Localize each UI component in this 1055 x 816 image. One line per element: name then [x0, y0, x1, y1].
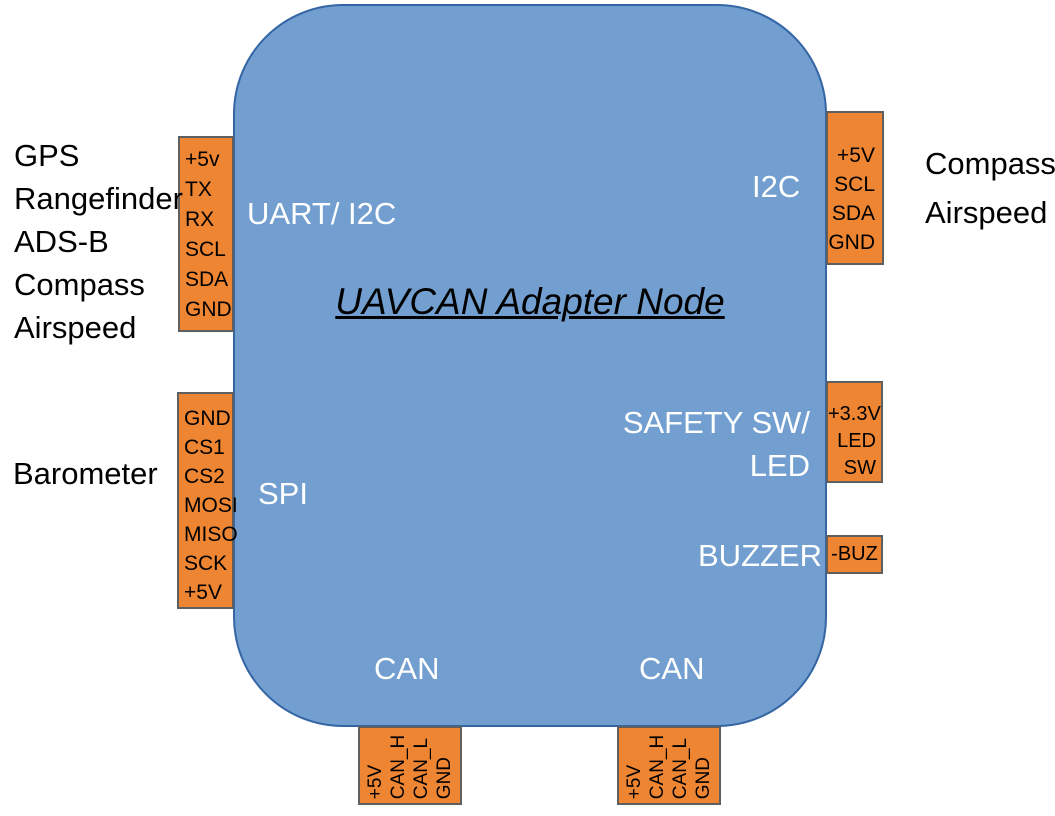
external-devices-uart: GPS Rangefinder ADS-B Compass Airspeed	[14, 138, 183, 345]
external-devices-i2c: Compass Airspeed	[925, 146, 1055, 230]
connector-spi-pins: GND CS1 CS2 MOSI MISO SCK +5V	[177, 392, 238, 609]
port-label-safety-sw-led: SAFETY SW/ LED	[622, 405, 810, 483]
port-label-uart-i2c: UART/ I2C	[247, 196, 397, 231]
connector-can-left: +5V CAN_H CAN_L GND	[358, 726, 462, 805]
diagram-title: UAVCAN Adapter Node	[335, 281, 725, 322]
port-label-buzzer: BUZZER	[698, 538, 822, 573]
port-label-spi: SPI	[258, 476, 308, 511]
port-label-can-right: CAN	[639, 651, 705, 686]
connector-can-right: +5V CAN_H CAN_L GND	[617, 726, 721, 805]
connector-buzzer-pin: -BUZ	[826, 535, 883, 574]
external-devices-spi: Barometer	[13, 456, 158, 491]
connector-uart-i2c-pins: +5v TX RX SCL SDA GND	[178, 136, 234, 332]
connector-i2c-pins: +5V SCL SDA GND	[826, 111, 884, 265]
connector-can-left-pins: +5V CAN_H CAN_L GND	[365, 734, 455, 800]
connector-safety-pins: +3.3V LED SW	[826, 381, 883, 483]
adapter-node-shape	[233, 4, 827, 727]
port-label-can-left: CAN	[374, 651, 440, 686]
connector-can-right-pins: +5V CAN_H CAN_L GND	[624, 734, 714, 800]
port-label-i2c: I2C	[752, 169, 801, 204]
